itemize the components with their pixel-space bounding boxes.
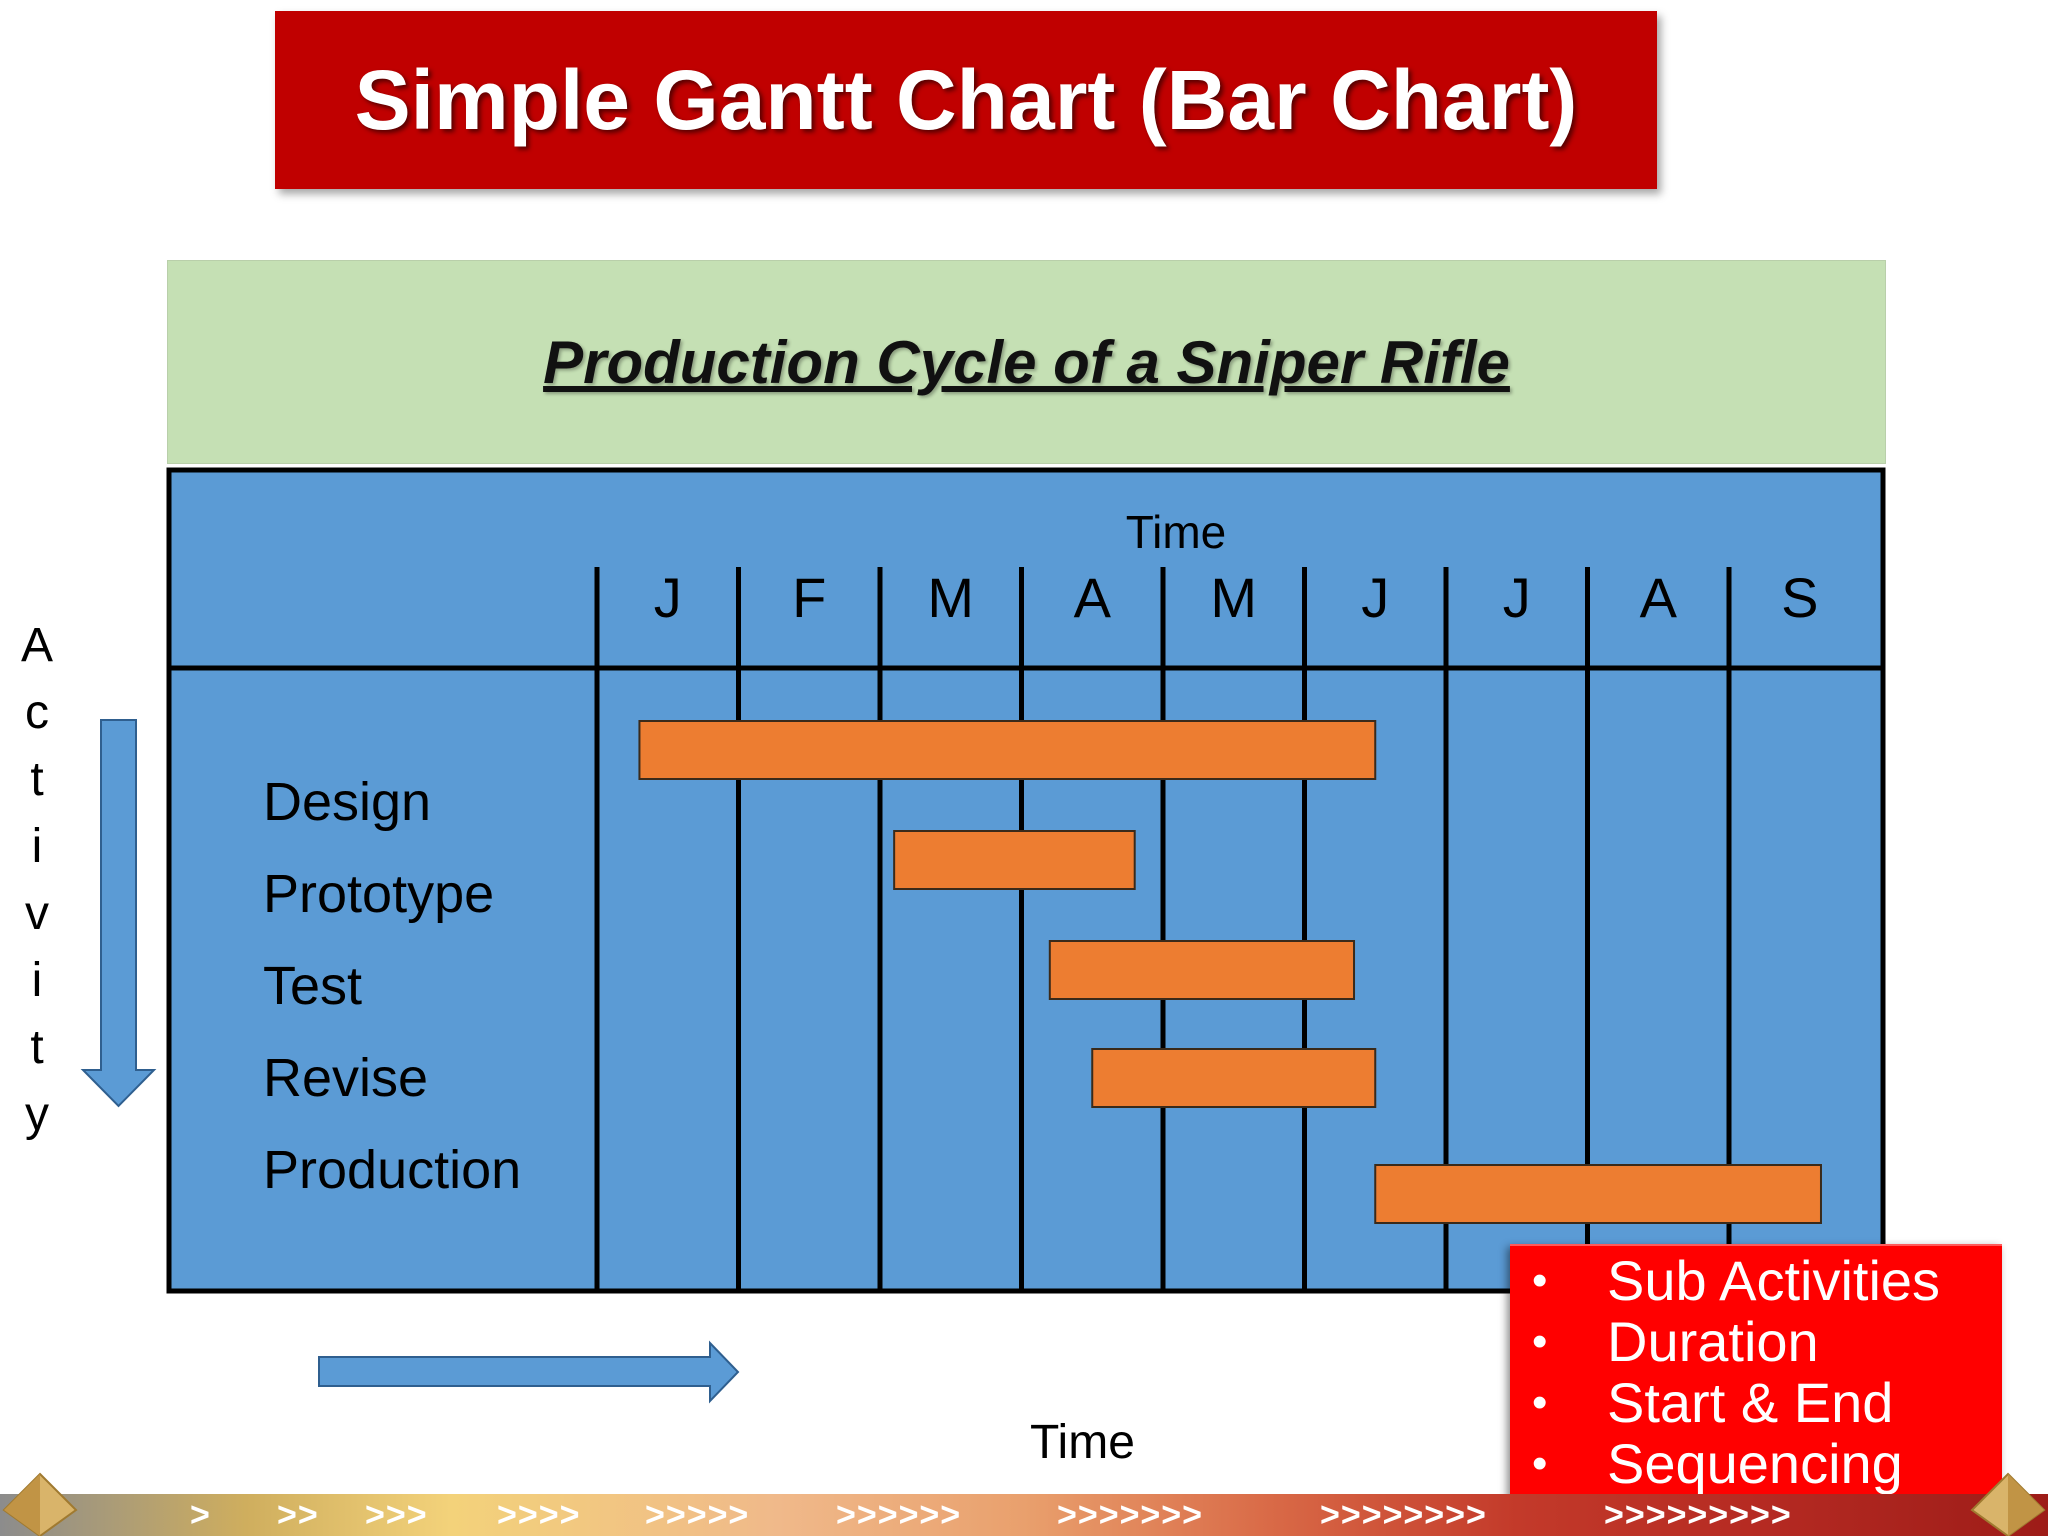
footer-chevrons: >>>>>> [836, 1496, 962, 1534]
month-tick-label: J [1361, 566, 1389, 629]
time-right-arrow-icon [318, 1340, 740, 1404]
activity-letter: c [25, 686, 49, 739]
activity-letter: A [20, 619, 53, 672]
time-header-label: Time [1126, 506, 1227, 558]
task-label: Test [263, 956, 362, 1016]
bullet-icon: • [1532, 1317, 1548, 1366]
key-point-item: • Sub Activities [1510, 1250, 2002, 1311]
month-tick-label: A [1640, 566, 1678, 629]
bullet-icon: • [1532, 1378, 1548, 1427]
month-tick-label: M [1210, 566, 1257, 629]
task-label: Revise [263, 1048, 428, 1108]
task-label: Prototype [263, 864, 494, 924]
footer-chevrons: > [190, 1496, 211, 1534]
slide-title: Simple Gantt Chart (Bar Chart) [354, 52, 1578, 147]
month-tick-label: J [654, 566, 682, 629]
footer-chevrons: >>>>>>>> [1320, 1496, 1487, 1534]
task-bar [1091, 1048, 1377, 1108]
activity-letter: t [30, 753, 44, 806]
corner-gem-left-icon [2, 1472, 78, 1536]
key-point-text: Start & End [1607, 1371, 1894, 1434]
chart-title: Production Cycle of a Sniper Rifle [543, 328, 1510, 396]
activity-letter: v [25, 887, 49, 940]
footer-chevrons: >>>>> [645, 1496, 750, 1534]
title-banner: Simple Gantt Chart (Bar Chart) [275, 11, 1657, 189]
key-point-item: • Duration [1510, 1311, 2002, 1372]
task-bar [1048, 940, 1356, 1000]
corner-gem-right-icon [1970, 1472, 2046, 1536]
month-tick-label: A [1074, 566, 1112, 629]
bullet-icon: • [1532, 1439, 1548, 1488]
footer-chevrons: >>>> [497, 1496, 581, 1534]
activity-down-arrow-icon [80, 719, 157, 1108]
task-label: Design [263, 772, 431, 832]
footer-chevrons: >>>>>>>>> [1604, 1496, 1792, 1534]
month-tick-label: J [1503, 566, 1531, 629]
footer-chevrons: >> [277, 1496, 319, 1534]
task-label: Production [263, 1140, 521, 1200]
activity-letter: i [31, 954, 43, 1007]
task-bar [1374, 1164, 1822, 1224]
month-tick-label: S [1781, 566, 1818, 629]
activity-letter: t [30, 1021, 44, 1074]
footer-chevron-strip: > >> >>> >>>> >>>>> >>>>>> >>>>>>> >>>>>… [0, 1494, 2048, 1536]
chart-title-box: Production Cycle of a Sniper Rifle [167, 260, 1886, 464]
bullet-icon: • [1532, 1256, 1548, 1305]
key-points-list: • Sub Activities • Duration • Start & End •… [1510, 1246, 2002, 1494]
key-points-callout: • Sub Activities • Duration • Start & End •… [1510, 1244, 2002, 1502]
key-point-text: Sequencing [1607, 1432, 1903, 1495]
task-bar [638, 720, 1377, 780]
key-point-text: Sub Activities [1607, 1249, 1941, 1312]
activity-letter: i [31, 820, 43, 873]
key-point-item: • Sequencing [1510, 1433, 2002, 1494]
activity-letter: y [25, 1088, 49, 1141]
footer-chevrons: >>> [365, 1496, 428, 1534]
key-point-text: Duration [1607, 1310, 1819, 1373]
key-point-item: • Start & End [1510, 1372, 2002, 1433]
task-bar [893, 830, 1136, 890]
month-tick-label: M [927, 566, 974, 629]
footer-chevrons: >>>>>>> [1057, 1496, 1203, 1534]
month-tick-label: F [792, 566, 826, 629]
time-axis-label: Time [1030, 1416, 1135, 1469]
activity-axis-label: A c t i v i t y [20, 612, 54, 1148]
